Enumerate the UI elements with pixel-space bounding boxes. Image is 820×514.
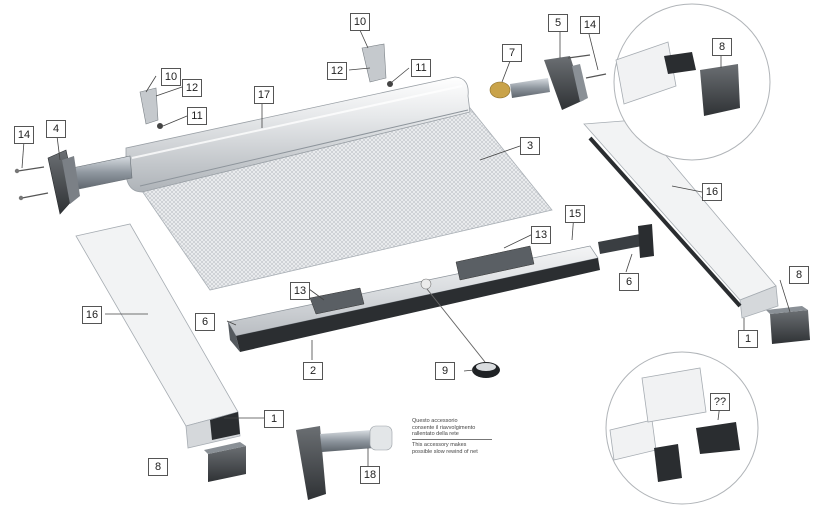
mounting-bracket-left	[139, 87, 163, 129]
part-label-11-right: 11	[411, 59, 431, 77]
bar-end-bracket	[598, 224, 654, 258]
rewind-brake-device	[296, 425, 393, 500]
right-screws	[567, 54, 607, 79]
detail-circle-top	[613, 3, 771, 161]
part-label-1-left: 1	[264, 410, 284, 428]
part-label-14-left: 14	[14, 126, 34, 144]
note-it-line-1: Questo accessorio	[412, 418, 458, 424]
accessory-note-italian: Questo accessorio consente il riavvolgim…	[412, 418, 498, 438]
handle-left	[309, 287, 365, 315]
mounting-bracket-right	[361, 43, 393, 87]
left-screws	[14, 166, 49, 201]
part-label-unknown: ??	[710, 393, 730, 411]
part-label-8-detail: 8	[712, 38, 732, 56]
part-label-12-left: 12	[182, 79, 202, 97]
part-label-5: 5	[548, 14, 568, 32]
part-label-16-right: 16	[702, 183, 722, 201]
part-label-2: 2	[303, 362, 323, 380]
right-end-unit	[489, 56, 588, 110]
note-en-line-2: possible slow rewind of net	[412, 448, 478, 455]
leader-lines	[21, 27, 791, 468]
note-it-line-2: consente il riavvolgimento	[412, 424, 476, 431]
part-label-14-right: 14	[580, 16, 600, 34]
note-it-line-3: rallentato della rete	[412, 431, 459, 437]
note-divider	[412, 439, 492, 440]
part-label-6-right: 6	[619, 273, 639, 291]
part-label-3: 3	[520, 137, 540, 155]
part-label-12-right: 12	[327, 62, 347, 80]
part-label-8-bottom: 8	[148, 458, 168, 476]
part-label-11-left: 11	[187, 107, 207, 125]
guide-rail-right	[583, 119, 779, 319]
end-cap-8-right	[766, 306, 810, 344]
handle-right	[455, 245, 535, 281]
left-axle	[71, 155, 133, 191]
roller-cassette	[125, 76, 471, 193]
part-label-8-right: 8	[789, 266, 809, 284]
part-label-13-right: 13	[531, 226, 551, 244]
part-label-15: 15	[565, 205, 585, 223]
accessory-note-english: This accessory makes possible slow rewin…	[412, 442, 498, 455]
note-en-line-1: This accessory makes	[412, 442, 467, 448]
part-label-9: 9	[435, 362, 455, 380]
end-cap-8-bottom	[204, 442, 246, 482]
part-label-18: 18	[360, 466, 380, 484]
part-label-10-right: 10	[350, 13, 370, 31]
guide-rail-left	[75, 223, 241, 449]
part-label-16-left: 16	[82, 306, 102, 324]
part-label-13-left: 13	[290, 282, 310, 300]
part-label-4: 4	[46, 120, 66, 138]
part-label-10-left: 10	[161, 68, 181, 86]
left-end-cap	[47, 149, 80, 215]
part-label-17: 17	[254, 86, 274, 104]
detail-circle-bottom	[605, 351, 759, 505]
part-label-6-left: 6	[195, 313, 215, 331]
bottom-bar	[227, 245, 600, 352]
part-label-7: 7	[502, 44, 522, 62]
part-label-1-right: 1	[738, 330, 758, 348]
slow-rewind-weight	[426, 288, 500, 378]
